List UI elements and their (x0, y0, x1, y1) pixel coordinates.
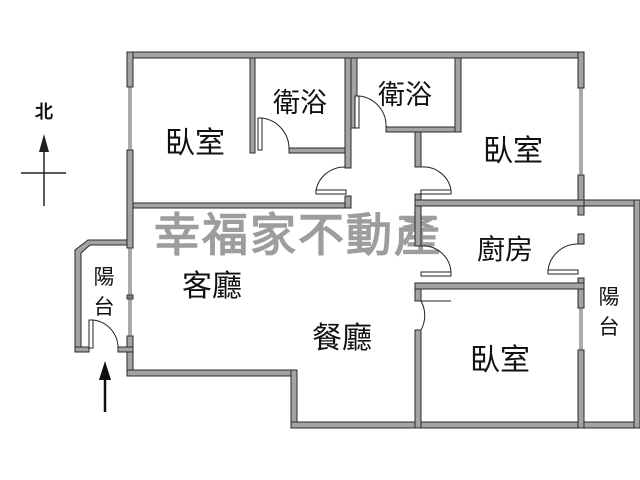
room-label-balcony-west-2: 台 (94, 295, 115, 319)
room-label-bedroom-nw: 臥室 (165, 126, 225, 161)
room-label-balcony-east-2: 台 (599, 315, 620, 339)
room-label-dining-room: 餐廳 (312, 321, 372, 356)
north-label: 北 (35, 102, 53, 123)
doors (88, 95, 579, 349)
room-label-kitchen: 廚房 (477, 233, 533, 266)
north-compass-icon (21, 134, 66, 206)
room-label-bedroom-ne: 臥室 (483, 134, 543, 169)
room-label-balcony-west-1: 陽 (94, 265, 115, 289)
windows (128, 87, 583, 350)
watermark: 幸福家不動產 (154, 208, 442, 262)
entrance-arrow-icon (99, 361, 111, 412)
room-label-balcony-east-1: 陽 (599, 285, 620, 309)
room-label-bedroom-se: 臥室 (470, 343, 530, 378)
room-label-bath-2: 衛浴 (378, 80, 432, 111)
room-label-living-room: 客廳 (182, 269, 242, 304)
walls (74, 51, 640, 429)
room-label-bath-1: 衛浴 (273, 88, 327, 119)
